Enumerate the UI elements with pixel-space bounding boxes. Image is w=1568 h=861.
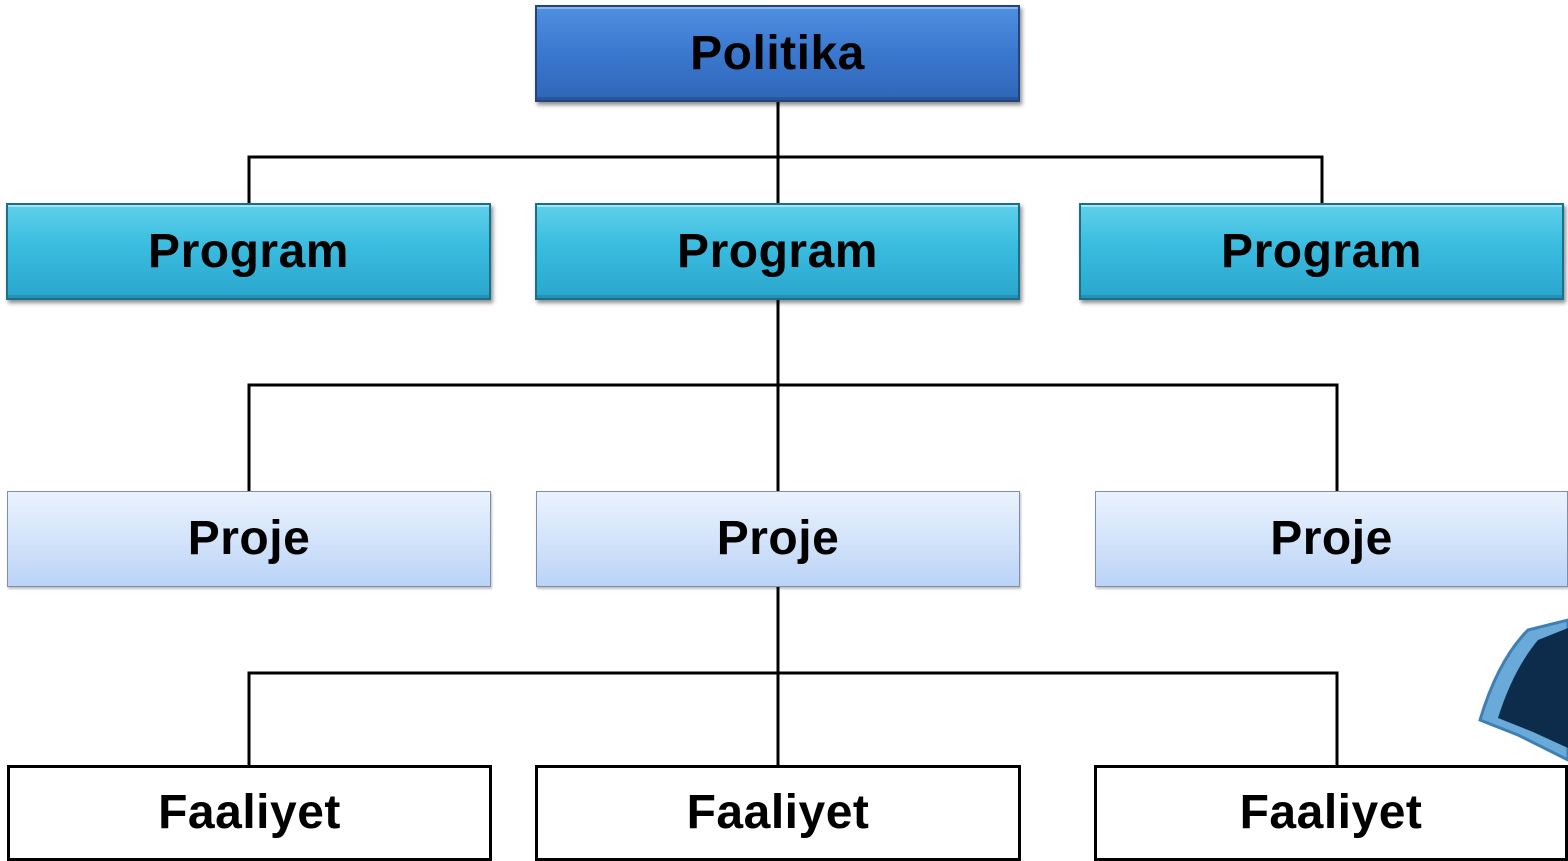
node-program-3: Program: [1079, 203, 1564, 300]
node-program-1: Program: [6, 203, 491, 300]
node-program-1-label: Program: [148, 224, 349, 278]
node-politika: Politika: [535, 5, 1020, 102]
node-proje-2-label: Proje: [716, 512, 840, 565]
node-faaliyet-3-label: Faaliyet: [1239, 786, 1423, 839]
node-faaliyet-2-label: Faaliyet: [686, 786, 870, 839]
node-program-2: Program: [535, 203, 1020, 300]
node-program-2-label: Program: [677, 224, 878, 278]
node-proje-2: Proje: [536, 491, 1020, 587]
node-politika-label: Politika: [690, 26, 865, 80]
node-program-3-label: Program: [1221, 224, 1422, 278]
node-faaliyet-1-label: Faaliyet: [158, 786, 341, 839]
node-proje-3: Proje: [1095, 491, 1568, 587]
node-faaliyet-1: Faaliyet: [7, 765, 492, 861]
node-faaliyet-3: Faaliyet: [1094, 765, 1568, 861]
node-faaliyet-2: Faaliyet: [535, 765, 1021, 861]
node-proje-3-label: Proje: [1270, 512, 1393, 565]
node-proje-1: Proje: [7, 491, 491, 587]
graduation-cap-icon: [1478, 618, 1568, 762]
node-proje-1-label: Proje: [187, 512, 311, 565]
